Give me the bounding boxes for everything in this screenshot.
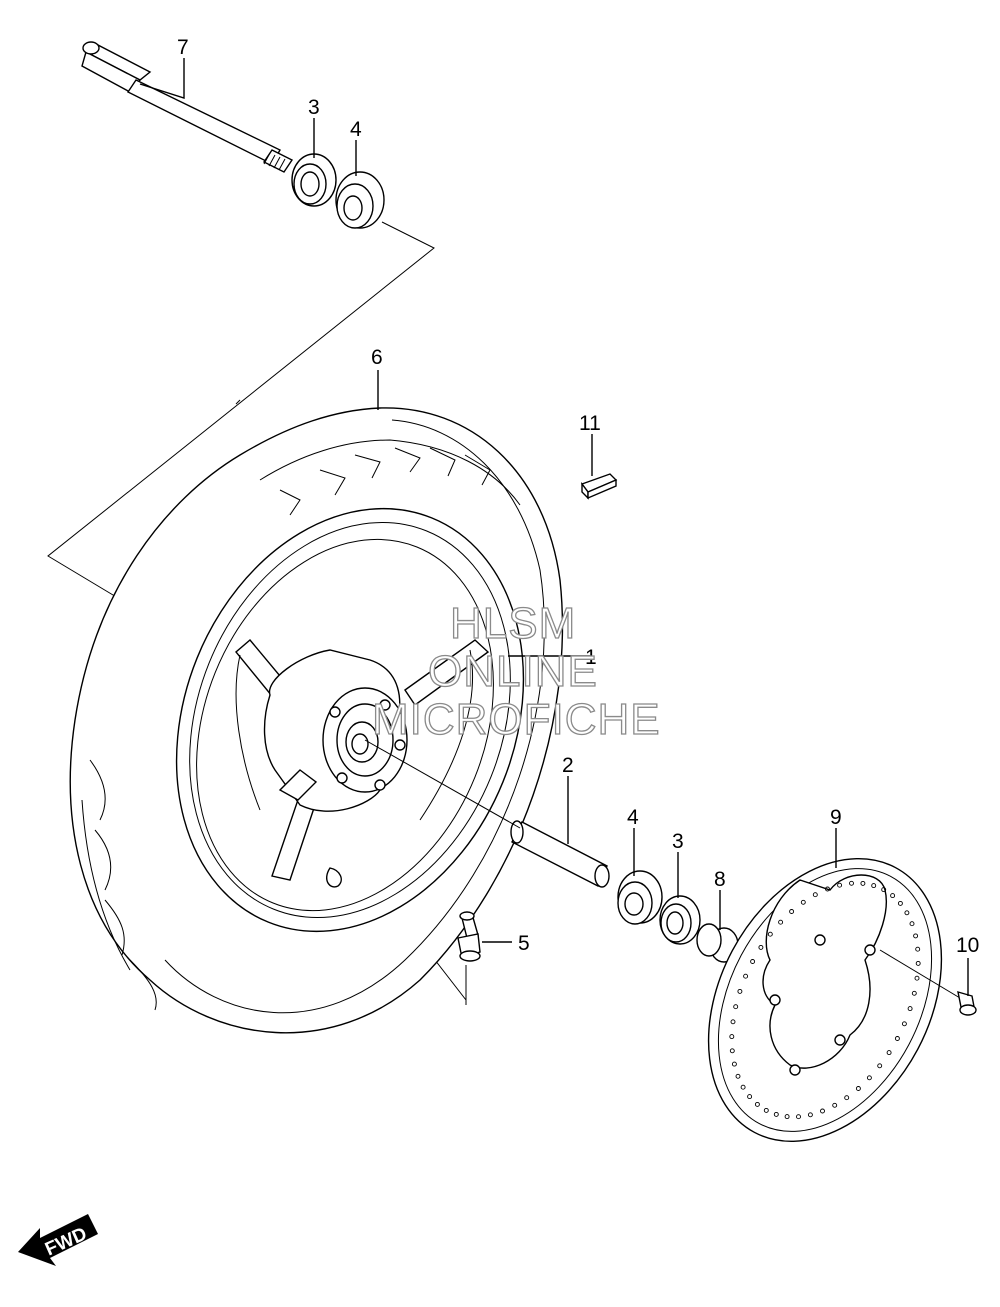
disc-hole <box>737 988 743 994</box>
leader-lines <box>139 58 969 996</box>
disc-hole <box>915 946 921 952</box>
callout-6: 6 <box>371 346 383 369</box>
wheel-hub <box>263 649 408 888</box>
watermark-line-1: HLSM <box>450 599 576 648</box>
disc-hole <box>915 960 921 966</box>
callout-4-lower: 4 <box>627 806 639 829</box>
disc-hole <box>837 882 843 888</box>
callout-3-lower: 3 <box>672 830 684 853</box>
disc-hole <box>904 910 910 916</box>
spacer <box>364 739 610 888</box>
disc-hole <box>886 1050 892 1056</box>
disc-hole <box>849 880 854 886</box>
callout-9: 9 <box>830 806 842 829</box>
disc-hole <box>812 892 818 898</box>
disc-hole <box>832 1102 838 1108</box>
disc-hole <box>767 931 773 937</box>
disc-hole <box>800 899 806 905</box>
disc-hole <box>860 880 866 886</box>
forward-direction-arrow: FWD <box>18 1214 98 1266</box>
callout-11: 11 <box>579 412 601 435</box>
disc-hole <box>763 1107 769 1113</box>
callout-10: 10 <box>956 934 979 957</box>
disc-hole <box>731 1061 737 1067</box>
tire-valve <box>457 911 481 962</box>
disc-hole <box>911 990 917 996</box>
balancer-weight <box>580 473 618 500</box>
disc-hole <box>894 1036 900 1041</box>
watermark-line-2: ONLINE <box>428 647 598 696</box>
disc-hole <box>778 919 784 925</box>
disc-hole <box>866 1075 872 1081</box>
disc-hole <box>890 893 896 899</box>
callout-labels: 7 3 4 6 11 1 2 4 3 8 9 10 5 <box>177 36 979 957</box>
disc-hole <box>901 1021 907 1027</box>
disc-hole <box>871 883 877 889</box>
disc-hole <box>913 933 919 939</box>
disc-hole <box>773 1111 779 1117</box>
disc-hole <box>855 1086 861 1091</box>
disc-hole <box>729 1034 735 1040</box>
disc-hole <box>914 975 920 981</box>
disc-hole <box>758 944 764 950</box>
disc-hole <box>807 1112 813 1118</box>
disc-hole <box>750 959 756 964</box>
callout-1: 1 <box>585 646 597 669</box>
disc-hole <box>729 1048 735 1054</box>
disc-hole <box>820 1108 825 1114</box>
watermark: HLSM ONLINE MICROFICHE <box>371 598 661 744</box>
front-axle <box>81 41 294 173</box>
callout-8: 8 <box>714 868 726 891</box>
disc-hole <box>796 1114 801 1120</box>
callout-7: 7 <box>177 36 189 59</box>
callout-2: 2 <box>562 754 574 777</box>
disc-hole <box>740 1084 746 1090</box>
disc-hole <box>877 1063 883 1069</box>
disc-hole <box>844 1095 850 1101</box>
brake-disc <box>707 857 943 1143</box>
bearing-3-lower <box>659 895 701 945</box>
disc-hole <box>897 900 903 906</box>
disc-hole <box>754 1101 760 1107</box>
disc-hole <box>825 886 830 892</box>
bearing-3-upper <box>291 153 337 207</box>
bearing-4-upper <box>335 171 385 229</box>
watermark-line-3: MICROFICHE <box>372 695 661 744</box>
callout-5: 5 <box>518 932 530 955</box>
callout-3-upper: 3 <box>308 96 320 119</box>
disc-hole <box>881 887 887 893</box>
disc-hole <box>733 1004 739 1010</box>
disc-hole <box>747 1094 753 1100</box>
callout-4-upper: 4 <box>350 118 362 141</box>
bearing-4-lower <box>617 870 663 925</box>
disc-hole <box>784 1114 790 1120</box>
disc-hole <box>907 1006 913 1012</box>
disc-hole <box>909 921 915 927</box>
disc-hole <box>735 1073 741 1079</box>
disc-hole <box>789 909 795 914</box>
disc-hole <box>730 1019 736 1025</box>
disc-hole <box>743 973 749 979</box>
